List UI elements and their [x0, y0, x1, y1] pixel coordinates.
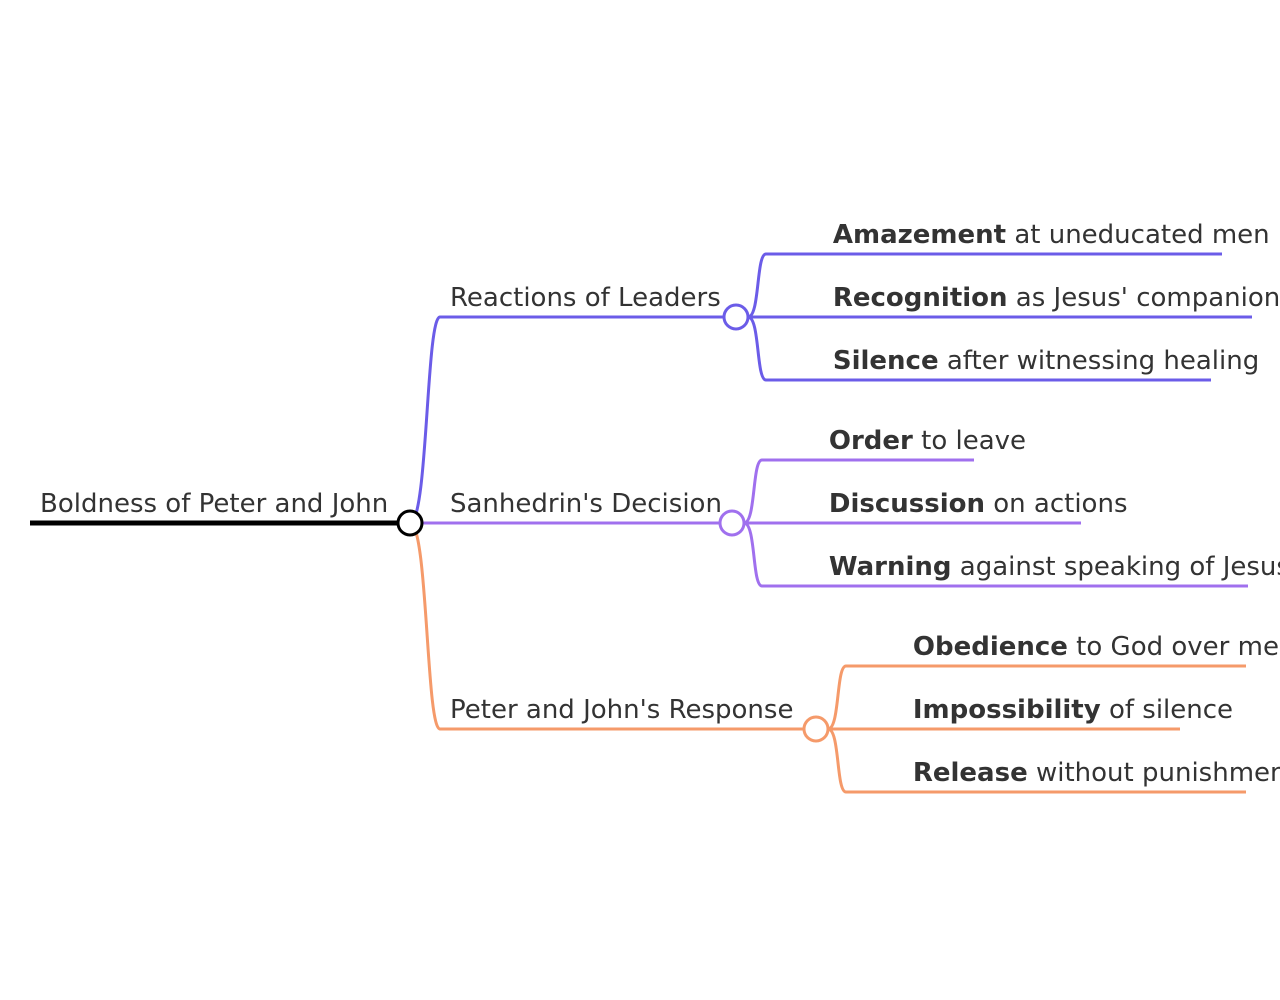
leaf-warning[interactable]: Warning against speaking of Jesus — [762, 552, 1280, 588]
leaf-label: Order to leave — [771, 426, 1067, 456]
leaf-discussion[interactable]: Discussion on actions — [762, 489, 1169, 525]
decision-collapse-toggle[interactable] — [718, 509, 746, 537]
leaf-recognition[interactable]: Recognition as Jesus' companions — [766, 283, 1280, 319]
leaf-label: Release without punishment — [855, 758, 1280, 788]
leaf-label: Impossibility of silence — [855, 695, 1274, 725]
branch-label: Sanhedrin's Decision — [450, 489, 722, 519]
leaf-label: Recognition as Jesus' companions — [775, 283, 1280, 313]
connector-leaf-amazement — [747, 252, 767, 319]
branch-label: Peter and John's Response — [450, 695, 793, 725]
connector-leaf-order — [743, 458, 763, 525]
connector-leaf-warning — [743, 521, 763, 588]
response-collapse-toggle[interactable] — [802, 715, 830, 743]
connector-response — [409, 521, 442, 731]
leaf-label: Obedience to God over men — [855, 632, 1280, 662]
connector-leaf-obedience — [827, 664, 847, 731]
leaf-impossibility[interactable]: Impossibility of silence — [846, 695, 1274, 731]
branch-response[interactable]: Peter and John's Response — [440, 695, 804, 731]
connector-leaf-release — [827, 727, 847, 794]
reactions-collapse-toggle[interactable] — [722, 303, 750, 331]
branch-reactions[interactable]: Reactions of Leaders — [440, 283, 724, 319]
leaf-label: Warning against speaking of Jesus — [771, 552, 1280, 582]
root-node[interactable]: Boldness of Peter and John — [30, 489, 400, 526]
leaf-label: Amazement at uneducated men — [775, 220, 1280, 250]
leaf-label: Silence after witnessing healing — [775, 346, 1280, 376]
leaf-obedience[interactable]: Obedience to God over men — [846, 632, 1280, 668]
leaf-silence[interactable]: Silence after witnessing healing — [766, 346, 1280, 382]
root-label: Boldness of Peter and John — [40, 489, 388, 519]
leaf-label: Discussion on actions — [771, 489, 1169, 519]
connector-reactions — [409, 315, 442, 525]
branch-decision[interactable]: Sanhedrin's Decision — [440, 489, 722, 525]
leaf-amazement[interactable]: Amazement at uneducated men — [766, 220, 1280, 256]
leaf-order[interactable]: Order to leave — [762, 426, 1067, 462]
branch-label: Reactions of Leaders — [450, 283, 721, 313]
leaf-release[interactable]: Release without punishment — [846, 758, 1280, 794]
connector-leaf-silence — [747, 315, 767, 382]
root-collapse-toggle[interactable] — [396, 509, 424, 537]
